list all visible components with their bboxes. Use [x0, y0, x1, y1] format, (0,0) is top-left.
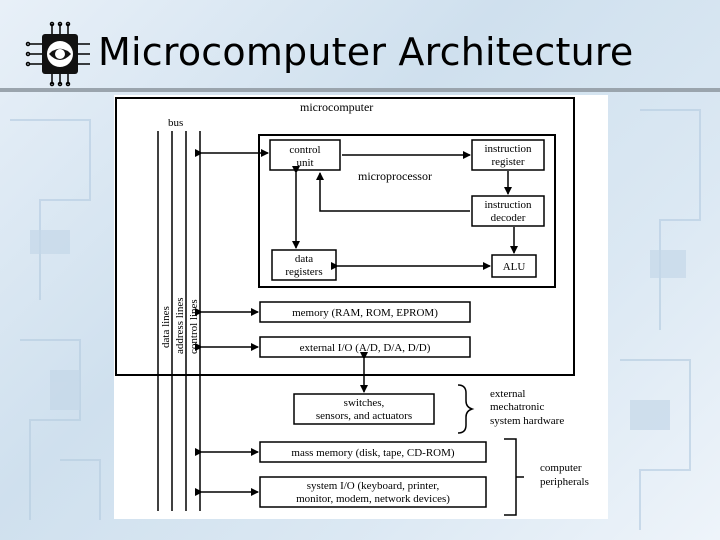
instruction-register-box — [471, 139, 545, 171]
external-hardware-brace — [457, 384, 475, 434]
microcomputer-diagram: microcomputer bus data lines address lin… — [114, 95, 608, 519]
instruction-decoder-label-2: decoder — [491, 212, 526, 224]
system-io-box — [259, 476, 487, 508]
alu-box — [491, 254, 537, 278]
external-io-label: external I/O (A/D, D/A, D/D) — [300, 342, 431, 354]
system-io-label-1: system I/O (keyboard, printer, — [307, 480, 440, 492]
instruction-decoder-box — [471, 195, 545, 227]
data-registers-label-2: registers — [285, 266, 322, 278]
data-registers-label-1: data — [295, 253, 313, 265]
microcomputer-label: microcomputer — [300, 100, 373, 114]
control-unit-label-1: control — [289, 144, 320, 156]
peripherals-label-1: computer — [540, 462, 582, 474]
title-underline — [0, 88, 720, 92]
bus-address-lines-label: address lines — [174, 297, 186, 354]
bus-control-lines-label: control lines — [188, 299, 200, 354]
bus-data-lines-label: data lines — [160, 306, 172, 348]
control-unit-box — [269, 139, 341, 171]
microprocessor-box — [258, 134, 556, 288]
external-hardware-label-2: mechatronic — [490, 401, 544, 413]
bus-lines — [157, 131, 201, 511]
data-registers-box — [271, 249, 337, 281]
mass-memory-box — [259, 441, 487, 463]
instruction-register-label-2: register — [492, 156, 525, 168]
mass-memory-label: mass memory (disk, tape, CD-ROM) — [291, 447, 454, 459]
control-unit-label-2: unit — [296, 157, 313, 169]
memory-label: memory (RAM, ROM, EPROM) — [292, 307, 438, 319]
switches-box — [293, 393, 435, 425]
external-hardware-label-1: external — [490, 388, 525, 400]
bus-label: bus — [168, 117, 183, 129]
external-hardware-label-3: system hardware — [490, 415, 564, 427]
alu-label: ALU — [503, 261, 526, 273]
memory-box — [259, 301, 471, 323]
slide-title: Microcomputer Architecture — [98, 30, 634, 74]
microprocessor-label: microprocessor — [358, 169, 432, 183]
switches-label-1: switches, — [344, 397, 385, 409]
microcomputer-box — [115, 97, 575, 376]
instruction-register-label-1: instruction — [484, 143, 532, 155]
peripherals-bracket — [504, 438, 524, 516]
switches-label-2: sensors, and actuators — [316, 410, 412, 422]
microchip-eye-icon — [25, 21, 90, 87]
connection-arrows — [195, 149, 518, 496]
system-io-label-2: monitor, modem, network devices) — [296, 493, 450, 505]
peripherals-label-2: peripherals — [540, 476, 589, 488]
instruction-decoder-label-1: instruction — [484, 199, 532, 211]
